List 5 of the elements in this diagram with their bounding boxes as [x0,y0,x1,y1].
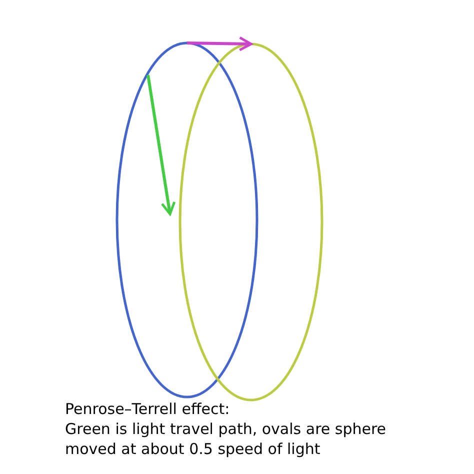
oval [177,41,325,403]
arrow [186,36,252,52]
title: Penrose–Terrell effect: [65,399,230,419]
oval [114,40,260,400]
caption: Green is light travel path, ovals are sphere moved at about 0.5 speed of light [65,419,388,459]
